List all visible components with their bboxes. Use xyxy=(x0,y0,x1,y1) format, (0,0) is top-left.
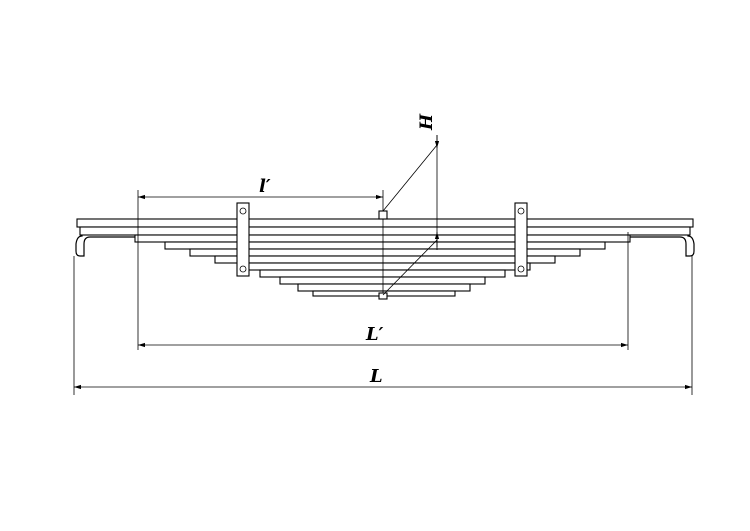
spring-leaf-5 xyxy=(214,255,556,264)
dimension-label-L: L xyxy=(369,366,383,387)
spring-leaf-8 xyxy=(279,276,486,285)
dimension-label-l-prime: l′ xyxy=(259,176,271,197)
dimension-lines xyxy=(74,135,692,390)
spring-leaf-9 xyxy=(297,283,471,292)
spring-leaf-2 xyxy=(134,234,631,243)
dimension-label-H: H xyxy=(417,113,437,131)
graduated-leaves xyxy=(79,226,691,297)
spring-leaf-3 xyxy=(164,241,606,250)
dimension-label-L-prime: L′ xyxy=(365,324,384,345)
spring-leaf-6 xyxy=(239,262,531,271)
extension-lines xyxy=(73,135,693,395)
rebound-clip-right xyxy=(514,202,528,277)
spring-leaf-1 xyxy=(79,226,691,236)
spring-leaf-7 xyxy=(259,269,506,278)
rebound-clip-left xyxy=(236,202,250,277)
